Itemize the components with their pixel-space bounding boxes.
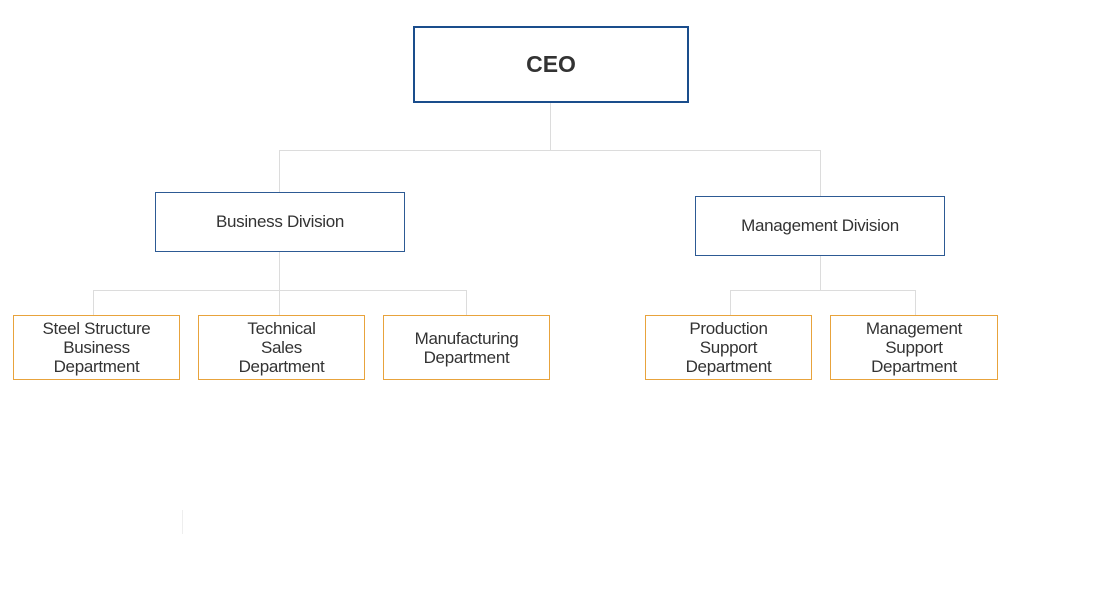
business-division-box: Business Division [155, 192, 405, 252]
connector-business-down [279, 251, 280, 290]
management-support-department-label: Management Support Department [865, 319, 963, 376]
connector-management-division [820, 150, 821, 196]
business-division-label: Business Division [215, 212, 345, 231]
management-division-box: Management Division [695, 196, 945, 256]
connector-business-division [279, 150, 280, 192]
connector-management-support [915, 290, 916, 315]
steel-structure-department-label: Steel Structure Business Department [42, 319, 151, 376]
ceo-box: CEO [413, 26, 689, 103]
manufacturing-department-box: Manufacturing Department [383, 315, 550, 380]
divider-mark [182, 510, 183, 534]
ceo-label: CEO [526, 51, 576, 77]
connector-management-bar [730, 290, 916, 291]
connector-business-bar [93, 290, 467, 291]
steel-structure-department-box: Steel Structure Business Department [13, 315, 180, 380]
production-support-department-label: Production Support Department [685, 319, 772, 376]
management-support-department-box: Management Support Department [830, 315, 998, 380]
connector-manufacturing [466, 290, 467, 315]
technical-sales-department-box: Technical Sales Department [198, 315, 365, 380]
technical-sales-department-label: Technical Sales Department [238, 319, 325, 376]
production-support-department-box: Production Support Department [645, 315, 812, 380]
manufacturing-department-label: Manufacturing Department [414, 328, 519, 367]
connector-production-support [730, 290, 731, 315]
connector-division-bar [279, 150, 821, 151]
connector-steel-structure [93, 290, 94, 315]
connector-technical-sales [279, 290, 280, 315]
connector-ceo-down [550, 103, 551, 150]
connector-management-down [820, 255, 821, 290]
management-division-label: Management Division [741, 216, 899, 235]
